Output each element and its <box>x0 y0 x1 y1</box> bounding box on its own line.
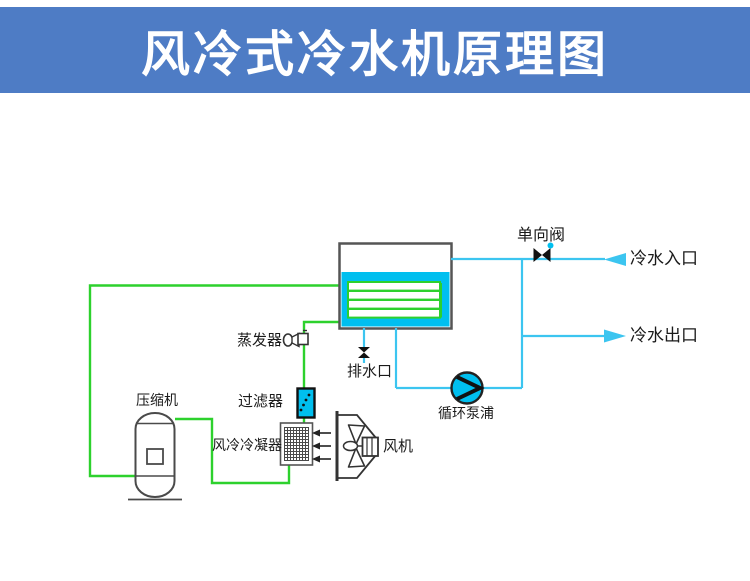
inlet-arrow-icon <box>604 253 626 266</box>
label-circulation-pump: 循环泵浦 <box>438 407 494 422</box>
label-drain-outlet: 排水口 <box>347 364 393 380</box>
label-condenser: 风冷冷凝器 <box>212 439 282 454</box>
condenser-mesh <box>284 427 309 461</box>
label-compressor: 压缩机 <box>136 394 178 409</box>
fan-icon <box>335 411 379 481</box>
expansion-valve-icon <box>282 329 309 348</box>
water-lines <box>362 257 605 390</box>
pump-icon <box>450 371 485 405</box>
outlet-arrow-icon <box>604 329 626 343</box>
label-filter: 过滤器 <box>238 394 284 410</box>
label-fan: 风机 <box>383 439 414 455</box>
label-cold-water-inlet: 冷水入口 <box>630 249 698 268</box>
check-valve-icon <box>533 242 554 262</box>
evaporator-coil <box>347 281 442 319</box>
compressor-icon <box>128 412 182 501</box>
label-check-valve: 单向阀 <box>517 227 566 244</box>
label-evaporator: 蒸发器 <box>237 333 283 349</box>
label-cold-water-outlet: 冷水出口 <box>630 326 698 345</box>
drain-valve-icon <box>358 347 370 358</box>
water-tank <box>338 242 453 330</box>
title-banner: 风冷式冷水机原理图 <box>0 7 750 93</box>
airflow-arrows <box>312 429 331 463</box>
page-title: 风冷式冷水机原理图 <box>140 26 609 82</box>
filter-icon <box>296 387 316 419</box>
